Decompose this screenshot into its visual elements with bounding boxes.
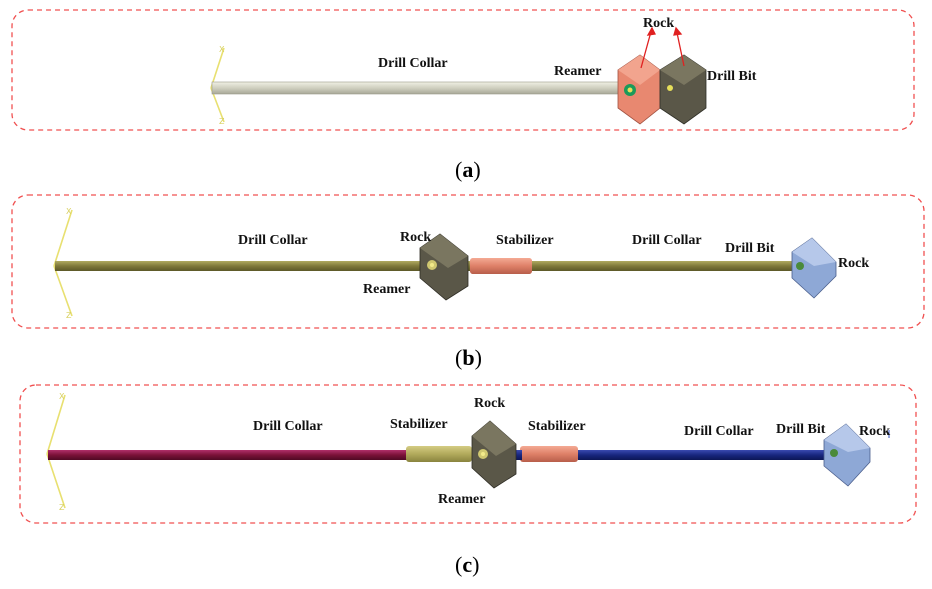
label-drill-collar-right: Drill Collar bbox=[684, 424, 754, 439]
svg-text:Z: Z bbox=[66, 311, 72, 320]
label-stabilizer-right: Stabilizer bbox=[528, 419, 586, 434]
label-stabilizer-left: Stabilizer bbox=[390, 417, 448, 432]
panel-b: X Z Drill Collar Rock Reamer Stabilizer … bbox=[11, 194, 925, 370]
stabilizer-right-shape bbox=[520, 446, 578, 462]
drill-bit-block-shape bbox=[659, 54, 707, 125]
drill-collar-right-shape bbox=[466, 261, 802, 271]
reamer-rock-block-shape bbox=[419, 233, 469, 301]
label-reamer: Reamer bbox=[363, 282, 410, 297]
panel-c-frame bbox=[19, 384, 917, 524]
drill-collar-shape bbox=[211, 81, 621, 95]
label-rock-right: Rock bbox=[838, 256, 869, 271]
stabilizer-left-shape bbox=[406, 446, 472, 462]
drill-collar-left-shape bbox=[55, 261, 428, 271]
label-drill-collar-left: Drill Collar bbox=[253, 419, 323, 434]
caption-b: (b) bbox=[455, 345, 482, 370]
label-reamer: Reamer bbox=[554, 64, 601, 79]
axis-triad: X Z bbox=[46, 392, 66, 512]
rock-block-shape bbox=[617, 54, 661, 125]
panel-b-frame bbox=[11, 194, 925, 329]
label-drill-collar-left: Drill Collar bbox=[238, 233, 308, 248]
reamer-rock-block-shape bbox=[471, 420, 517, 489]
stabilizer-overlay bbox=[470, 258, 532, 274]
caption-a: (a) bbox=[455, 157, 481, 182]
axis-triad: X Z bbox=[53, 207, 73, 320]
label-drill-collar-right: Drill Collar bbox=[632, 233, 702, 248]
label-drill-bit: Drill Bit bbox=[707, 69, 757, 84]
drill-bit-rock-block-shape bbox=[791, 237, 837, 299]
drill-collar-right-shape bbox=[578, 450, 828, 460]
label-rock-top: Rock bbox=[400, 230, 431, 245]
label-rock-top: Rock bbox=[474, 396, 505, 411]
drill-bit-rock-block-shape bbox=[823, 423, 871, 487]
label-drill-bit: Drill Bit bbox=[725, 241, 775, 256]
svg-text:X: X bbox=[59, 392, 65, 401]
svg-text:X: X bbox=[219, 45, 225, 54]
svg-text:Z: Z bbox=[59, 503, 65, 512]
label-drill-bit: Drill Bit bbox=[776, 422, 826, 437]
drill-collar-left-shape bbox=[48, 450, 408, 460]
panel-c: X Z Drill Collar Stabilizer Rock Reamer … bbox=[19, 384, 917, 577]
label-drill-collar: Drill Collar bbox=[378, 56, 448, 71]
label-reamer: Reamer bbox=[438, 492, 485, 507]
panel-a-frame bbox=[11, 9, 915, 131]
rock-pointer-arrows bbox=[640, 26, 685, 69]
label-rock: Rock bbox=[643, 16, 674, 31]
svg-text:Z: Z bbox=[219, 117, 225, 126]
svg-text:X: X bbox=[66, 207, 72, 216]
panel-a: X Z Drill Collar Reamer Rock Drill Bit bbox=[11, 9, 915, 182]
caption-c: (c) bbox=[455, 552, 479, 577]
label-rock-right: Rock bbox=[859, 424, 890, 439]
label-stabilizer: Stabilizer bbox=[496, 233, 554, 248]
